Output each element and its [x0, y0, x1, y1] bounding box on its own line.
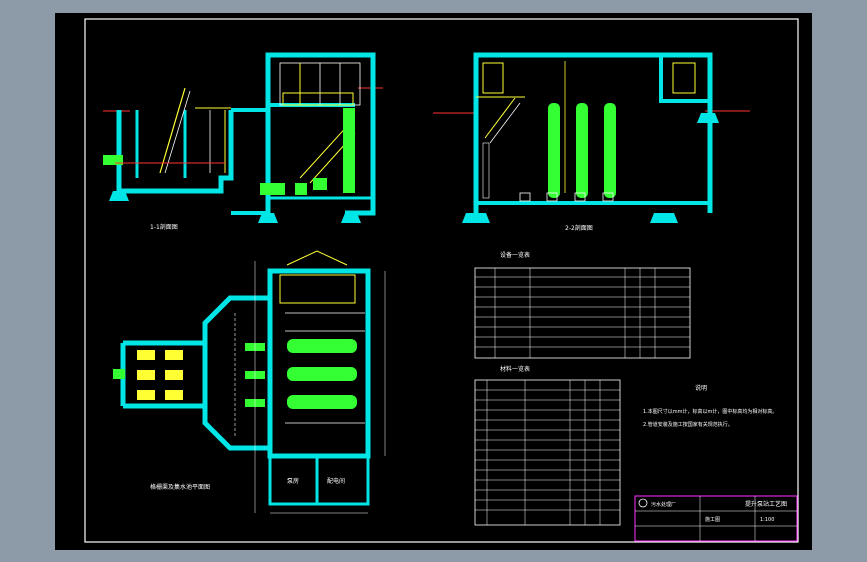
equipment-table: 设备一览表: [474, 251, 691, 359]
title-block-stage: 施工图: [705, 516, 720, 523]
note-line-1: 1.本图尺寸以mm计，标高以m计，图中标高均为相对标高。: [643, 408, 777, 415]
drawing-sheet: 1-1剖面图: [55, 13, 812, 550]
section-1-1-view: 1-1剖面图: [103, 52, 383, 231]
section-1-1-title: 1-1剖面图: [150, 223, 178, 231]
material-table-title: 材料一览表: [500, 365, 530, 373]
notes-title: 说明: [695, 384, 707, 392]
plan-room-label-2: 配电间: [327, 477, 345, 485]
title-block-project: 污水处理厂: [651, 501, 676, 508]
plan-view-title: 格栅渠及集水池平面图: [150, 483, 210, 491]
equipment-table-title: 设备一览表: [500, 251, 530, 259]
pump-2-shape: [576, 103, 588, 198]
note-line-2: 2.管道安装及施工按国家有关规范执行。: [643, 421, 733, 428]
section-2-2-view: 2-2剖面图: [433, 52, 750, 232]
pump-1-shape: [548, 103, 560, 198]
title-block-drawing-name: 提升泵站工艺图: [745, 500, 787, 508]
notes-block: 说明 1.本图尺寸以mm计，标高以m计，图中标高均为相对标高。 2.管道安装及施…: [643, 384, 777, 428]
title-block-scale: 1:100: [760, 517, 774, 523]
plan-room-label: 泵房: [287, 477, 299, 485]
plan-view: 泵房 配电间 格栅渠及集水池平面图: [113, 250, 386, 514]
plan-pump-2: [287, 367, 357, 381]
material-table: 材料一览表: [474, 365, 621, 526]
section-2-2-title: 2-2剖面图: [565, 224, 593, 232]
logo-icon: [638, 498, 648, 508]
pump-3-shape: [604, 103, 616, 198]
drawing-canvas: 1-1剖面图: [84, 18, 799, 543]
vertical-pump-shape: [343, 108, 355, 193]
plan-pump-3: [287, 395, 357, 409]
plan-pump-1: [287, 339, 357, 353]
sheet-frame: [84, 18, 799, 543]
title-block: 污水处理厂 提升泵站工艺图 施工图 1:100: [634, 495, 798, 542]
